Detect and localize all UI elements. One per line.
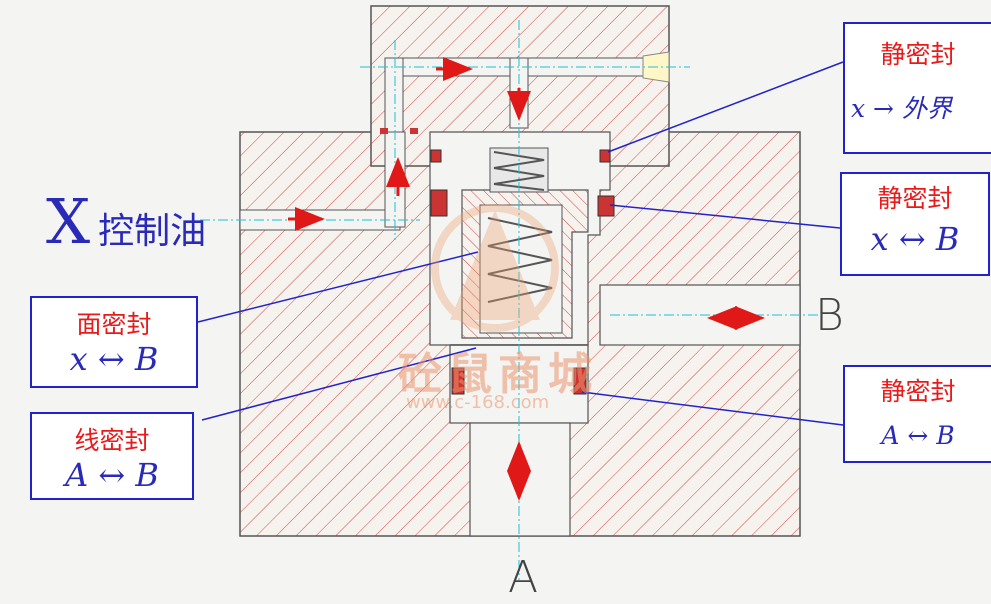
callout-static-seal-mid-right: 静密封 x ↔ B (840, 172, 990, 276)
watermark-url: www.c-168.com (406, 392, 550, 413)
callout-title: 静密封 (880, 40, 956, 69)
port-x-letter: X (46, 185, 91, 258)
watermark-text: 砼鼠商城 (398, 349, 598, 400)
callout-formula: A ↔ B (881, 421, 955, 450)
callout-title: 面密封 (76, 310, 152, 339)
callout-static-seal-bottom-right: 静密封 A ↔ B (843, 365, 991, 463)
callout-formula: A ↔ B (65, 456, 159, 494)
callout-formula: x ↔ B (870, 220, 960, 258)
callout-title: 线密封 (74, 426, 150, 455)
port-x-text: 控制油 (98, 211, 207, 252)
seal-rings (380, 128, 615, 395)
callout-title: 静密封 (877, 184, 953, 213)
flow-arrows (288, 57, 765, 501)
callout-face-seal: 面密封 x ↔ B (30, 296, 198, 388)
leader-lines (197, 61, 844, 426)
watermark-logo (431, 204, 559, 332)
callout-line-seal: 线密封 A ↔ B (30, 412, 194, 500)
port-b-label: B (815, 290, 844, 341)
callout-static-seal-top-right: 静密封 x → 外界 (843, 22, 991, 154)
port-a-label: A (508, 552, 539, 603)
callout-formula: x ↔ B (69, 340, 159, 378)
callout-formula: x → 外界 (851, 94, 952, 123)
callout-title: 静密封 (880, 377, 956, 406)
